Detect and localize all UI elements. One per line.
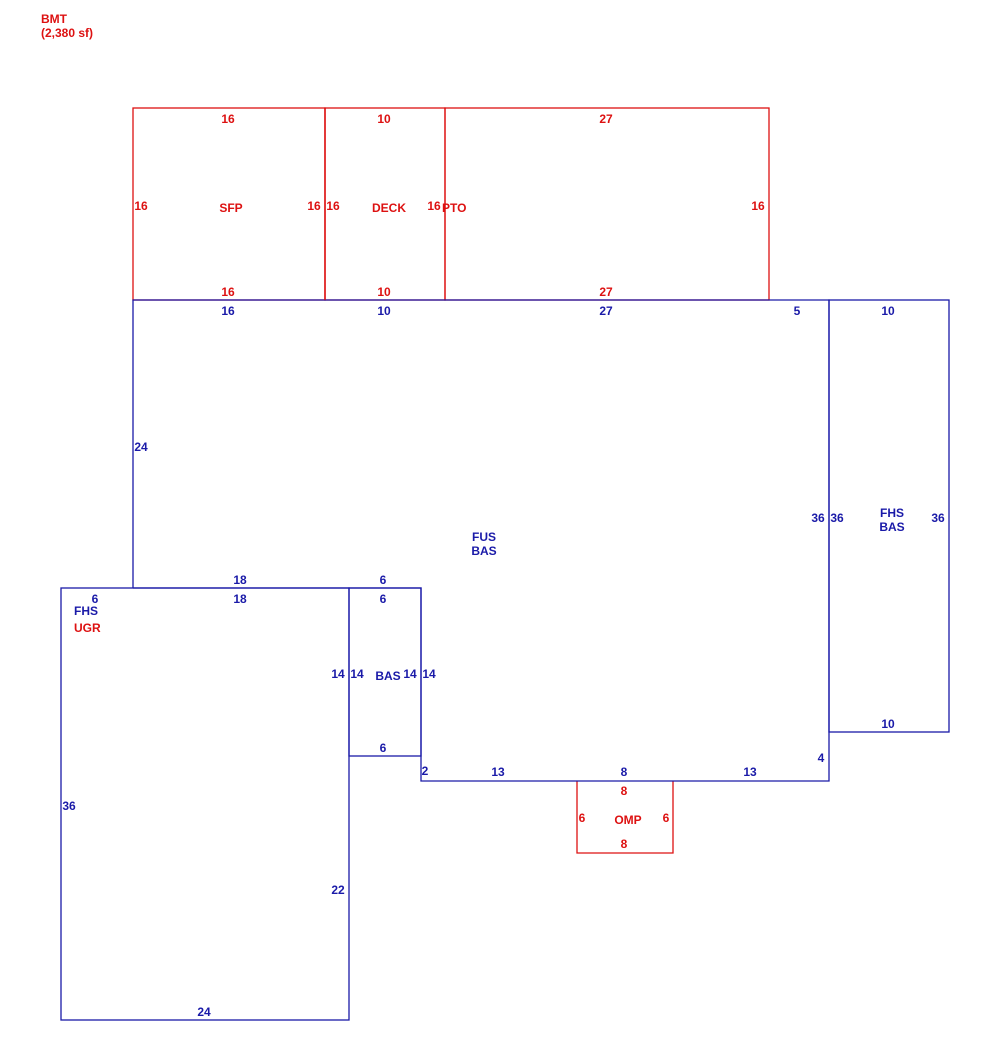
fus-bas-label: BAS: [471, 544, 496, 558]
omp-outline: [576, 781, 674, 854]
pto-outline: [444, 107, 770, 301]
dimension-label: 14: [350, 667, 364, 681]
dimension-label: 36: [811, 511, 825, 525]
dimension-label: 14: [403, 667, 417, 681]
dimension-label: 8: [621, 837, 628, 851]
dimension-label: 24: [197, 1005, 211, 1019]
deck-label: DECK: [372, 201, 406, 215]
dimension-label: 4: [818, 751, 825, 765]
dimension-label: 22: [331, 883, 345, 897]
dimension-label: 16: [326, 199, 340, 213]
fhs-right-label: FHS: [880, 506, 904, 520]
fhs-left-label: FHS: [74, 604, 98, 618]
dimension-label: 14: [422, 667, 436, 681]
dimension-label: 8: [621, 784, 628, 798]
dimension-label: 27: [599, 285, 613, 299]
bas-small-label: BAS: [375, 669, 400, 683]
dimension-label: 16: [307, 199, 321, 213]
dimension-label: 10: [881, 304, 895, 318]
dimension-label: 16: [221, 112, 235, 126]
ugr-label: UGR: [74, 621, 101, 635]
dimension-label: 6: [380, 573, 387, 587]
dimension-label: 16: [427, 199, 441, 213]
dimension-label: 24: [134, 440, 148, 454]
dimension-label: 6: [579, 811, 586, 825]
dimension-label: 16: [221, 304, 235, 318]
dimension-label: 8: [621, 765, 628, 779]
dimension-label: 16: [134, 199, 148, 213]
dimension-label: 36: [830, 511, 844, 525]
sfp-label: SFP: [219, 201, 242, 215]
dimension-label: 5: [794, 304, 801, 318]
sketch-header: BMT (2,380 sf): [41, 12, 93, 40]
dimension-label: 10: [377, 304, 391, 318]
dimension-label: 18: [233, 592, 247, 606]
bas-small-outline: [348, 587, 422, 757]
dimension-label: 6: [380, 741, 387, 755]
pto-label: PTO: [442, 201, 466, 215]
dimension-label: 13: [743, 765, 757, 779]
fhs-bas-right-outline: [828, 299, 950, 733]
dimension-label: 27: [599, 304, 613, 318]
dimension-label: 13: [491, 765, 505, 779]
fhs-ugr-outline: [60, 587, 350, 1021]
sketch-code: BMT: [41, 12, 67, 26]
fhs-right-bas-label: BAS: [879, 520, 904, 534]
dimension-label: 6: [92, 592, 99, 606]
dimension-label: 14: [331, 667, 345, 681]
dimension-label: 16: [751, 199, 765, 213]
dimension-label: 2: [422, 764, 429, 778]
dimension-label: 10: [881, 717, 895, 731]
dimension-label: 10: [377, 285, 391, 299]
dimension-label: 10: [377, 112, 391, 126]
dimension-label: 36: [62, 799, 76, 813]
dimension-label: 6: [663, 811, 670, 825]
sketch-total-area: (2,380 sf): [41, 26, 94, 40]
dimension-label: 16: [221, 285, 235, 299]
dimension-label: 18: [233, 573, 247, 587]
dimension-label: 27: [599, 112, 613, 126]
fus-label: FUS: [472, 530, 496, 544]
dimension-label: 6: [380, 592, 387, 606]
dimension-label: 36: [931, 511, 945, 525]
omp-label: OMP: [614, 813, 641, 827]
